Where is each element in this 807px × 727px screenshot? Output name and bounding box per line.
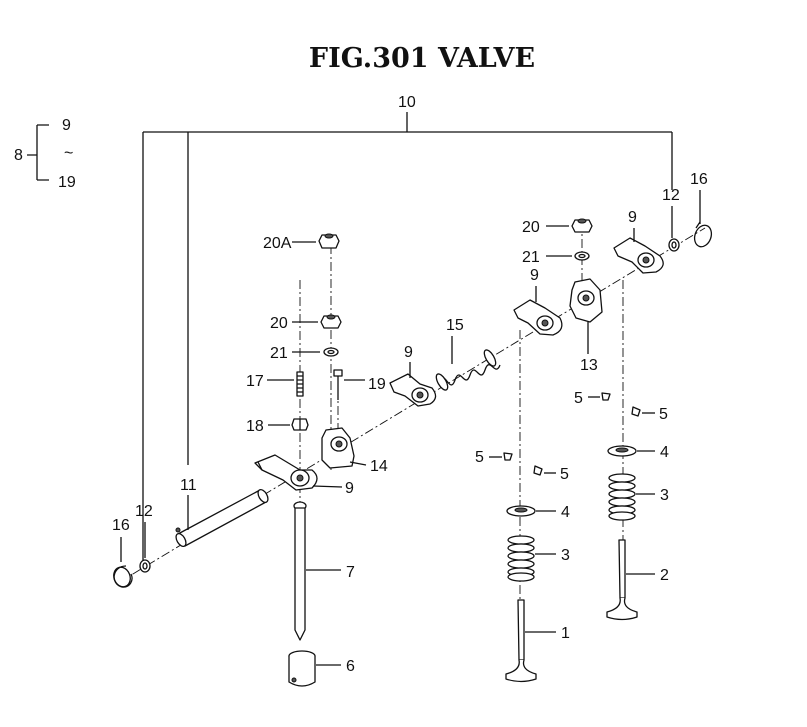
valve-cotter-right-a: [601, 392, 611, 401]
label-16-right: 16: [690, 171, 708, 188]
valve-cotter-left-b: [533, 465, 543, 476]
rocker-arm-4: [613, 237, 664, 274]
label-3-left: 3: [561, 547, 570, 564]
nut-20-center: [320, 314, 342, 329]
label-12-left: 12: [135, 503, 153, 520]
snap-ring-right: [693, 221, 713, 248]
nut-20A: [318, 233, 340, 249]
washer-21-right: [574, 251, 590, 261]
label-13: 13: [580, 357, 598, 374]
label-7: 7: [346, 564, 355, 581]
label-14: 14: [370, 458, 388, 475]
label-16-left: 16: [112, 517, 130, 534]
spring-washer-left: [139, 559, 151, 573]
label-9-b: 9: [404, 344, 413, 361]
label-5-right-a: 5: [574, 390, 583, 407]
label-6: 6: [346, 658, 355, 675]
label-20-right: 20: [522, 219, 540, 236]
label-18: 18: [246, 418, 264, 435]
label-20-center: 20: [270, 315, 288, 332]
label-4-right: 4: [660, 444, 669, 461]
assembly-legend: 8 9 ~ 19: [14, 117, 76, 191]
label-11: 11: [180, 477, 197, 494]
valve-cotter-left-a: [503, 452, 513, 461]
rocker-assembly-bracket: 10: [142, 94, 673, 570]
label-9-a: 9: [345, 480, 354, 497]
label-9-d: 9: [628, 209, 637, 226]
rocker-bracket-14: [321, 427, 355, 469]
label-5-left-b: 5: [560, 466, 569, 483]
legend-assembly-number: 8: [14, 147, 23, 164]
spring-retainer-left: [506, 505, 536, 517]
legend-tilde: ~: [64, 145, 73, 162]
rocker-arm-2: [389, 373, 437, 407]
label-9-c: 9: [530, 267, 539, 284]
valve-exhaust: [606, 539, 638, 621]
label-3-right: 3: [660, 487, 669, 504]
adjust-screw: [296, 371, 304, 397]
valve-intake: [505, 599, 537, 683]
label-15: 15: [446, 317, 464, 334]
figure-title: FIG.301 VALVE: [309, 43, 535, 74]
rocker-arm-3: [513, 299, 563, 336]
tappet: [288, 650, 316, 687]
label-19: 19: [368, 376, 386, 393]
label-5-left-a: 5: [475, 449, 484, 466]
label-5-right-b: 5: [659, 406, 668, 423]
label-21-center: 21: [270, 345, 288, 362]
bolt-19: [333, 369, 343, 400]
valve-spring-left: [507, 535, 535, 582]
rocker-shaft: [175, 488, 269, 548]
label-12-right: 12: [662, 187, 680, 204]
label-17: 17: [246, 373, 264, 390]
rocker-arm-1: [254, 454, 318, 491]
push-rod: [293, 501, 307, 641]
valve-cotter-right-b: [631, 406, 641, 417]
label-2: 2: [660, 567, 669, 584]
shaft-spring: [435, 349, 501, 391]
legend-range-end: 19: [58, 174, 76, 191]
label-4-left: 4: [561, 504, 570, 521]
snap-ring-left: [113, 565, 133, 588]
adjust-nut: [291, 418, 309, 431]
label-1: 1: [561, 625, 570, 642]
label-21-right: 21: [522, 249, 540, 266]
washer-21-center: [323, 347, 339, 357]
legend-range-start: 9: [62, 117, 71, 134]
label-10: 10: [398, 94, 416, 111]
valve-spring-right: [608, 473, 636, 521]
rocker-bracket-13: [569, 278, 603, 323]
spring-washer-right: [668, 238, 680, 252]
spring-retainer-right: [607, 445, 637, 457]
label-20A: 20A: [263, 235, 292, 252]
nut-20-right: [571, 218, 593, 233]
